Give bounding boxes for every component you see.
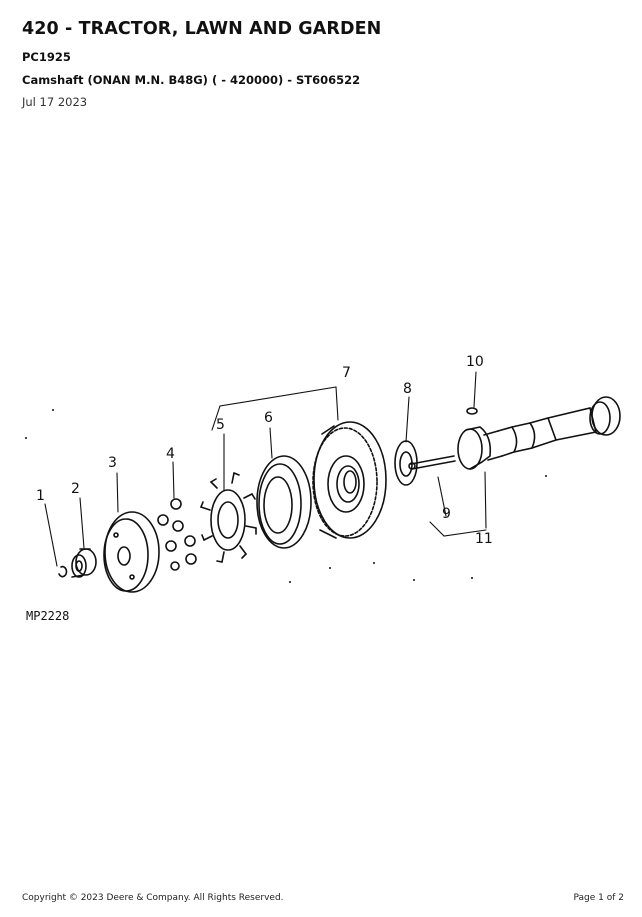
footer-copyright: Copyright © 2023 Deere & Company. All Ri… bbox=[22, 893, 284, 903]
callout-7: 7 bbox=[342, 365, 351, 381]
catalog-code: PC1925 bbox=[22, 50, 71, 64]
cam-gear-part bbox=[312, 421, 387, 539]
parts-diagram: 1 2 3 4 5 6 7 8 9 10 11 MP2228 bbox=[25, 354, 621, 623]
callout-10: 10 bbox=[466, 354, 484, 370]
callout-5: 5 bbox=[216, 417, 225, 433]
pin-part bbox=[408, 455, 456, 470]
callout-9: 9 bbox=[442, 506, 451, 522]
page-title: 420 - TRACTOR, LAWN AND GARDEN bbox=[22, 19, 382, 39]
page-date: Jul 17 2023 bbox=[22, 95, 88, 109]
callout-11: 11 bbox=[475, 531, 493, 547]
ball-retainer-part bbox=[200, 472, 257, 563]
callout-3: 3 bbox=[108, 455, 117, 471]
diagram-reference-code: MP2228 bbox=[26, 609, 69, 623]
camshaft-part bbox=[457, 396, 621, 470]
key-part bbox=[466, 407, 478, 415]
footer-page-number: Page 1 of 2 bbox=[573, 893, 625, 903]
snap-ring-part bbox=[58, 565, 68, 578]
governor-plate-part bbox=[103, 511, 160, 593]
flyballs-part bbox=[157, 498, 197, 571]
page-subtitle: Camshaft (ONAN M.N. B48G) ( - 420000) - … bbox=[22, 73, 361, 87]
callout-4: 4 bbox=[166, 446, 175, 462]
bushing-part bbox=[71, 548, 97, 578]
callout-8: 8 bbox=[403, 381, 412, 397]
callout-6: 6 bbox=[264, 410, 273, 426]
callout-2: 2 bbox=[71, 481, 80, 497]
thrust-washer-part bbox=[256, 455, 312, 549]
callout-1: 1 bbox=[36, 488, 45, 504]
